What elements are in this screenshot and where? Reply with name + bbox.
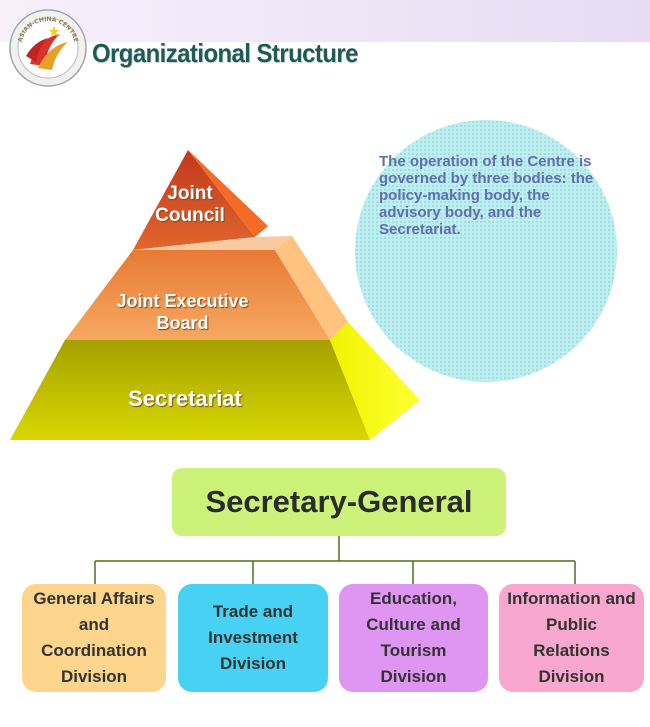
council-line-2: Council	[155, 205, 225, 226]
division-trade-investment: Trade and Investment Division	[178, 584, 328, 692]
pyramid-label-secretariat: Secretariat	[95, 388, 275, 410]
pyramid-label-council: Joint Council	[140, 183, 240, 227]
pyramid-tier-executive	[65, 250, 330, 340]
governance-note-circle: The operation of the Centre is governed …	[355, 120, 617, 382]
pyramid-tier-secretariat	[10, 340, 370, 440]
division-education-culture-tourism: Education, Culture and Tourism Division	[339, 584, 488, 692]
council-line-1: Joint	[167, 183, 213, 204]
pyramid-side-council	[188, 150, 268, 237]
executive-line-1: Joint Executive	[116, 291, 249, 311]
page-title: Organizational Structure	[92, 38, 358, 68]
governance-note-text: The operation of the Centre is governed …	[379, 153, 594, 238]
division-label: Education, Culture and Tourism Division	[366, 589, 461, 686]
executive-line-2: Board	[156, 313, 209, 333]
pyramid-side-executive	[275, 236, 348, 340]
pyramid-label-executive: Joint Executive Board	[90, 290, 275, 334]
header-bar	[0, 0, 650, 42]
secretary-general-box: Secretary-General	[172, 468, 506, 536]
division-information-public-relations: Information and Public Relations Divisio…	[499, 584, 644, 692]
centre-logo: ASIAN-CHINA CENTRE	[9, 9, 87, 87]
pyramid-tier-council	[133, 150, 255, 250]
division-general-affairs: General Affairs and Coordination Divisio…	[22, 584, 166, 692]
division-label: General Affairs and Coordination Divisio…	[33, 589, 155, 686]
governance-pyramid	[10, 150, 420, 440]
division-label: Trade and Investment Division	[208, 602, 298, 673]
secretariat-line-1: Secretariat	[128, 386, 242, 411]
pyramid-side-secretariat	[330, 322, 420, 440]
division-label: Information and Public Relations Divisio…	[507, 589, 636, 686]
